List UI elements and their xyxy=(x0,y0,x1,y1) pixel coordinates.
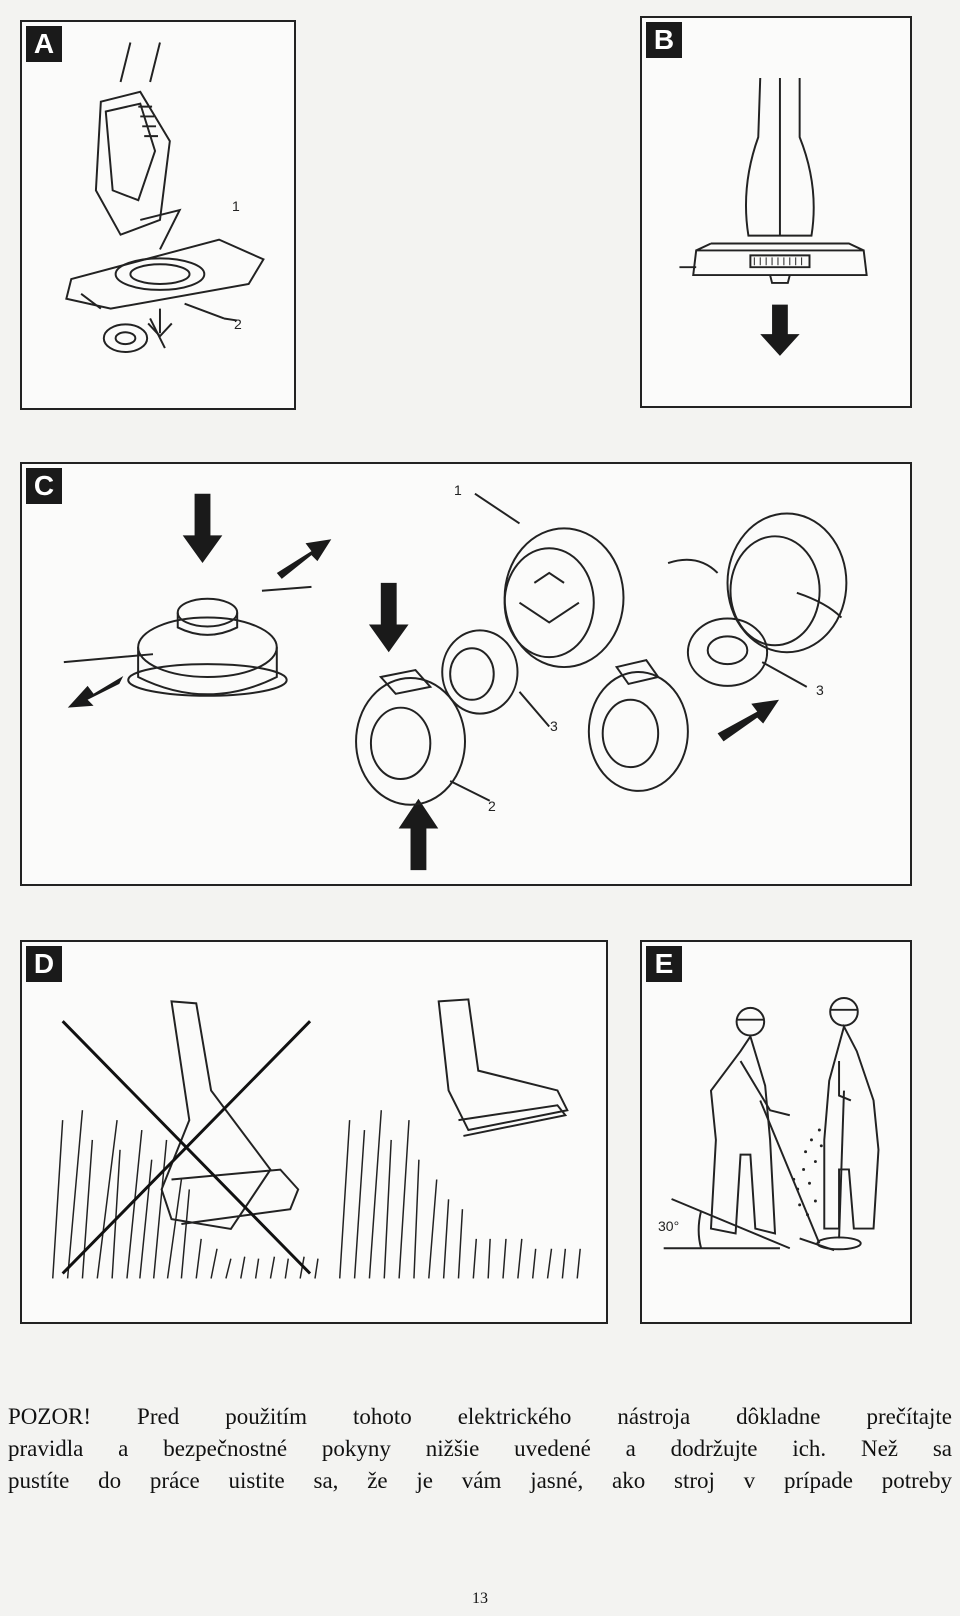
figure-a: A 1 2 xyxy=(20,20,296,410)
callout-1: 1 xyxy=(454,482,462,498)
trimmer-shaft-drawing xyxy=(679,77,868,356)
figure-a-label: A xyxy=(26,26,62,62)
figure-c: C 1 2 3 3 xyxy=(20,462,912,886)
callout-2: 2 xyxy=(234,316,242,332)
figure-e-label: E xyxy=(646,946,682,982)
angle-label: 30° xyxy=(658,1218,680,1234)
figure-b: B xyxy=(640,16,912,408)
cutting-technique-drawing xyxy=(52,998,581,1279)
warning-text-line: POZOR! Pred použitím tohoto elektrického… xyxy=(8,1404,952,1429)
operator-posture-drawing xyxy=(663,997,880,1252)
callout-3: 3 xyxy=(816,682,824,698)
callout-1: 1 xyxy=(232,198,240,214)
figure-d: D xyxy=(20,940,608,1324)
figure-e: E 30° xyxy=(640,940,912,1324)
page-number: 13 xyxy=(472,1590,488,1607)
warning-text-line: pustíte do práce uistite sa, že je vám j… xyxy=(8,1468,952,1493)
figure-d-label: D xyxy=(26,946,62,982)
warning-text-line: pravidla a bezpečnostné pokyny nižšie uv… xyxy=(8,1436,952,1461)
callout-2: 2 xyxy=(488,798,496,814)
trimmer-head-removal-drawing xyxy=(65,42,265,353)
callout-3: 3 xyxy=(550,718,558,734)
figure-c-label: C xyxy=(26,468,62,504)
spool-replacement-drawing xyxy=(63,492,848,871)
figure-b-label: B xyxy=(646,22,682,58)
